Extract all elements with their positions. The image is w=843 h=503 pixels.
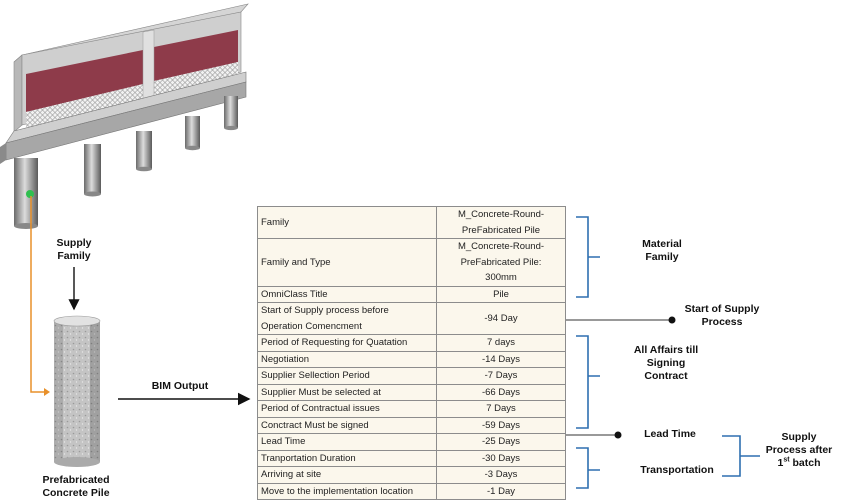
property-cell: OmniClass Title [257,285,437,303]
supply-family-label: Supply Family [56,237,92,262]
table-row: Move to the implementation location-1 Da… [257,482,566,500]
table-row: Lead Time-25 Days [257,433,566,451]
property-cell: Period of Contractual issues [257,400,437,418]
lead-time-dot-right [614,431,622,439]
pile-shade-left [54,321,63,462]
value-cell: -14 Days [436,350,566,368]
property-cell: Conctract Must be signed [257,416,437,434]
bracket-contract [576,335,600,429]
table-row: Conctract Must be signed-59 Days [257,416,566,434]
bracket-supply-after [722,435,760,477]
supply-connector-line [30,196,44,393]
property-cell: Arriving at site [257,466,437,484]
pile-1 [14,158,38,226]
wall-end [13,54,23,133]
pile-shade-right [90,321,100,462]
beam-end [0,143,6,164]
property-cell: Supplier Sellection Period [257,367,437,385]
table-row: Tranportation Duration-30 Days [257,449,566,467]
pile-bottom [54,457,100,467]
prefabricated-pile [53,315,101,467]
start-supply-label: Start of Supply Process [684,303,760,328]
pile-4 [185,116,200,148]
value-cell: M_Concrete-Round-PreFabricated Pile [436,206,566,239]
property-cell: Family and Type [257,238,437,287]
table-row: Negotiation-14 Days [257,350,566,368]
pile-5-base [224,125,238,131]
value-cell: -3 Days [436,466,566,484]
supply-after-batch: batch [789,457,821,469]
pile-1-base [14,223,38,229]
supply-after-number: 1 [777,457,784,469]
table-row: Supplier Sellection Period-7 Days [257,367,566,385]
lead-time-label: Lead Time [644,428,696,440]
property-cell: Move to the implementation location [257,482,437,500]
brackets [576,216,760,489]
wall-post [142,29,155,103]
start-supply-dot-right [668,316,676,324]
value-cell: -94 Day [436,302,566,335]
property-cell: Period of Requesting for Quatation [257,334,437,352]
pile-3 [136,131,152,169]
property-cell: Tranportation Duration [257,449,437,467]
wall-panel-right [154,30,238,81]
pile-caption-label: Prefabricated Concrete Pile [42,474,110,499]
value-cell: -66 Days [436,383,566,401]
pile-4-base [185,145,200,151]
pile-3-base [136,166,152,172]
supply-after-text: Supply Process after [765,431,833,456]
table-row: Supplier Must be selected at-66 Days [257,383,566,401]
property-cell: Family [257,206,437,239]
bracket-material-family [576,216,600,298]
value-cell: 7 days [436,334,566,352]
all-affairs-label: All Affairs till Signing Contract [633,344,699,382]
supply-after-ordinal: st [783,456,790,464]
transportation-label: Transportation [640,464,714,476]
pile-body [54,321,100,462]
value-cell: M_Concrete-Round-PreFabricated Pile:300m… [436,238,566,287]
wall-panel-left [26,50,143,112]
start-supply-connector [548,316,676,324]
supply-connector-arrowhead [44,388,50,396]
bracket-transportation [576,447,600,489]
selected-pile-marker [26,190,34,198]
property-cell: Lead Time [257,433,437,451]
foundation-model [0,3,249,229]
value-cell: -7 Days [436,367,566,385]
pile-5 [224,96,238,128]
supply-after-label: Supply Process after 1st batch [758,431,840,470]
property-cell: Negotiation [257,350,437,368]
table-row: Arriving at site-3 Days [257,466,566,484]
value-cell: Pile [436,285,566,303]
wall-mesh-right [154,62,238,96]
material-family-label: Material Family [642,238,682,263]
value-cell: -25 Days [436,433,566,451]
value-cell: 7 Days [436,400,566,418]
property-cell: Supplier Must be selected at [257,383,437,401]
wall-mesh-left [26,84,143,128]
value-cell: -1 Day [436,482,566,500]
value-cell: -59 Days [436,416,566,434]
pile-2 [84,144,101,194]
pile-top [53,315,101,327]
bim-output-label: BIM Output [151,380,209,392]
value-cell: -30 Days [436,449,566,467]
pile-2-base [84,191,101,197]
